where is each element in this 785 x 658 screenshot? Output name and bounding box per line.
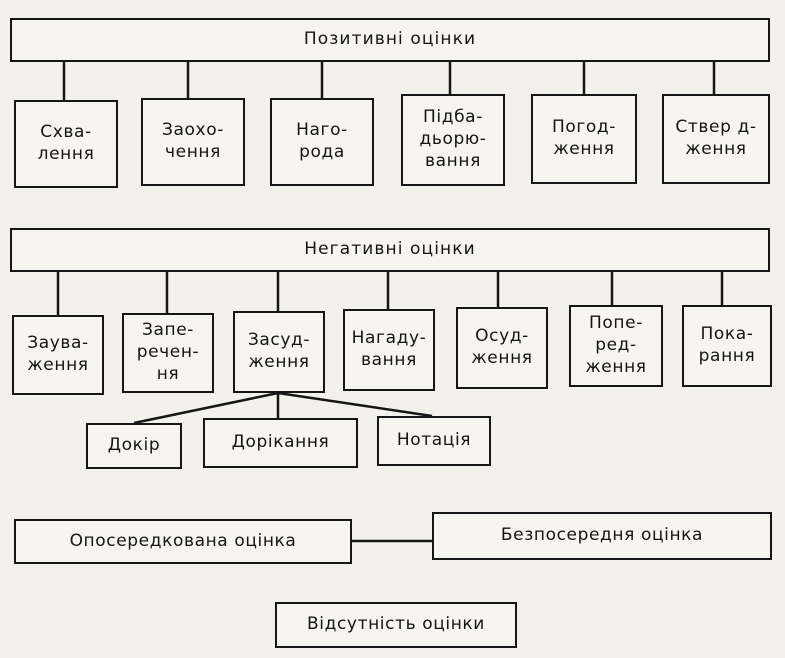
objection-box: Запе- речен- ня xyxy=(122,313,214,393)
mediated-assessment-box: Опосередкована оцінка xyxy=(14,519,352,564)
reward-box: Наго- рода xyxy=(270,98,374,186)
lecture-label: Нотація xyxy=(396,430,472,451)
censure-box: Осуд- ження xyxy=(456,307,548,389)
encouragement-label: Заохо- чення xyxy=(162,120,224,162)
approval-box: Схва- лення xyxy=(14,100,118,188)
condemnation-label: Засуд- ження xyxy=(247,330,311,372)
cheering-label: Підба- дьорю- вання xyxy=(419,107,487,171)
reproach-label: Докір xyxy=(107,435,161,456)
reproaching-box: Дорікання xyxy=(203,418,358,468)
direct-assessment-label: Безпосередня оцінка xyxy=(500,525,704,546)
reminder-box: Нагаду- вання xyxy=(343,309,435,391)
reminder-label: Нагаду- вання xyxy=(351,328,427,370)
censure-label: Осуд- ження xyxy=(471,326,533,368)
agreement-box: Погод- ження xyxy=(531,94,637,184)
punishment-label: Пока- рання xyxy=(698,324,756,366)
affirmation-box: Ствер д- ження xyxy=(662,94,770,184)
negative-assessments-title: Негативні оцінки xyxy=(304,239,476,260)
positive-assessments-title: Позитивні оцінки xyxy=(303,29,477,50)
direct-assessment-box: Безпосередня оцінка xyxy=(432,512,772,560)
negative-assessments-header: Негативні оцінки xyxy=(10,228,770,272)
reproach-box: Докір xyxy=(86,423,182,469)
remark-box: Заува- ження xyxy=(12,315,104,395)
warning-box: Попе- ред- ження xyxy=(569,305,663,387)
absence-of-assessment-label: Відсутність оцінки xyxy=(307,614,485,635)
approval-label: Схва- лення xyxy=(37,122,95,164)
punishment-box: Пока- рання xyxy=(682,305,772,387)
lecture-box: Нотація xyxy=(377,416,491,466)
encouragement-box: Заохо- чення xyxy=(141,98,245,186)
remark-label: Заува- ження xyxy=(27,333,89,375)
objection-label: Запе- речен- ня xyxy=(136,320,200,384)
absence-of-assessment-box: Відсутність оцінки xyxy=(275,602,517,648)
reproaching-label: Дорікання xyxy=(231,432,330,453)
reward-label: Наго- рода xyxy=(296,120,348,162)
agreement-label: Погод- ження xyxy=(551,117,616,159)
affirmation-label: Ствер д- ження xyxy=(675,117,757,159)
cheering-box: Підба- дьорю- вання xyxy=(401,94,505,186)
warning-label: Попе- ред- ження xyxy=(585,313,647,377)
condemnation-box: Засуд- ження xyxy=(233,311,325,393)
mediated-assessment-label: Опосередкована оцінка xyxy=(69,530,297,551)
positive-assessments-header: Позитивні оцінки xyxy=(10,18,770,62)
